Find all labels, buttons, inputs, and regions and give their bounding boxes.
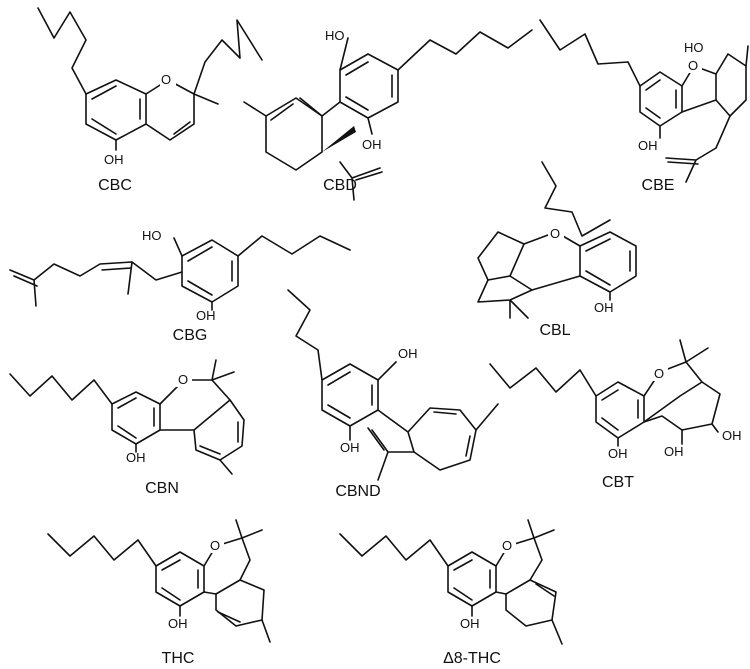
cbt-hydroxyl-3-label: OH bbox=[722, 428, 742, 443]
compound-name-thc: THC bbox=[162, 650, 195, 667]
compound-name-cbd: CBD bbox=[323, 177, 357, 194]
cbe-hydroxyl-bottom-label: OH bbox=[638, 138, 658, 153]
cbe-oxygen-label: O bbox=[688, 58, 698, 73]
thc-hydroxyl-label: OH bbox=[168, 616, 188, 631]
structure-cbnd: OH OH CBND bbox=[287, 289, 499, 500]
structure-cbd: HO OH CBD bbox=[243, 28, 533, 201]
cbnd-hydroxyl-top-label: OH bbox=[398, 346, 418, 361]
cbe-hydroxyl-top-label: HO bbox=[684, 40, 704, 55]
structure-cbl: O OH CBL bbox=[477, 161, 637, 339]
cbc-hydroxyl-label: OH bbox=[104, 152, 124, 167]
structure-cbe: O HO OH CBE bbox=[539, 19, 749, 194]
structure-cbg: HO OH CBG bbox=[9, 228, 351, 344]
compound-name-cbe: CBE bbox=[642, 177, 675, 194]
compound-name-cbt: CBT bbox=[602, 474, 634, 491]
cbg-hydroxyl-bottom-label: OH bbox=[196, 308, 216, 323]
cbnd-hydroxyl-bottom-label: OH bbox=[340, 440, 360, 455]
delta8-thc-hydroxyl-label: OH bbox=[460, 616, 480, 631]
cbc-oxygen-label: O bbox=[161, 72, 171, 87]
compound-name-delta8-thc: Δ8-THC bbox=[443, 650, 501, 667]
compound-name-cbl: CBL bbox=[539, 322, 570, 339]
compound-name-cbg: CBG bbox=[173, 327, 208, 344]
cbd-hydroxyl-bottom-label: OH bbox=[362, 137, 382, 152]
delta8-thc-oxygen-label: O bbox=[502, 538, 512, 553]
structure-cbc: O OH CBC bbox=[37, 7, 263, 194]
cbd-hydroxyl-top-label: HO bbox=[325, 28, 345, 43]
cbl-oxygen-label: O bbox=[550, 226, 560, 241]
cbg-hydroxyl-top-label: HO bbox=[142, 228, 162, 243]
compound-name-cbc: CBC bbox=[98, 177, 132, 194]
cbl-hydroxyl-label: OH bbox=[594, 300, 614, 315]
cbt-hydroxyl-2-label: OH bbox=[664, 444, 684, 459]
structure-delta8-thc: O OH Δ8-THC bbox=[339, 519, 563, 667]
cbt-oxygen-label: O bbox=[654, 366, 664, 381]
cbn-hydroxyl-label: OH bbox=[126, 450, 146, 465]
structure-cbn: O OH CBN bbox=[9, 359, 245, 497]
compound-name-cbnd: CBND bbox=[335, 483, 380, 500]
structure-thc: O OH THC bbox=[47, 519, 271, 667]
cbt-hydroxyl-1-label: OH bbox=[608, 446, 628, 461]
structure-cbt: O OH OH OH CBT bbox=[489, 339, 742, 491]
cbn-oxygen-label: O bbox=[178, 372, 188, 387]
thc-oxygen-label: O bbox=[210, 538, 220, 553]
compound-name-cbn: CBN bbox=[145, 480, 179, 497]
